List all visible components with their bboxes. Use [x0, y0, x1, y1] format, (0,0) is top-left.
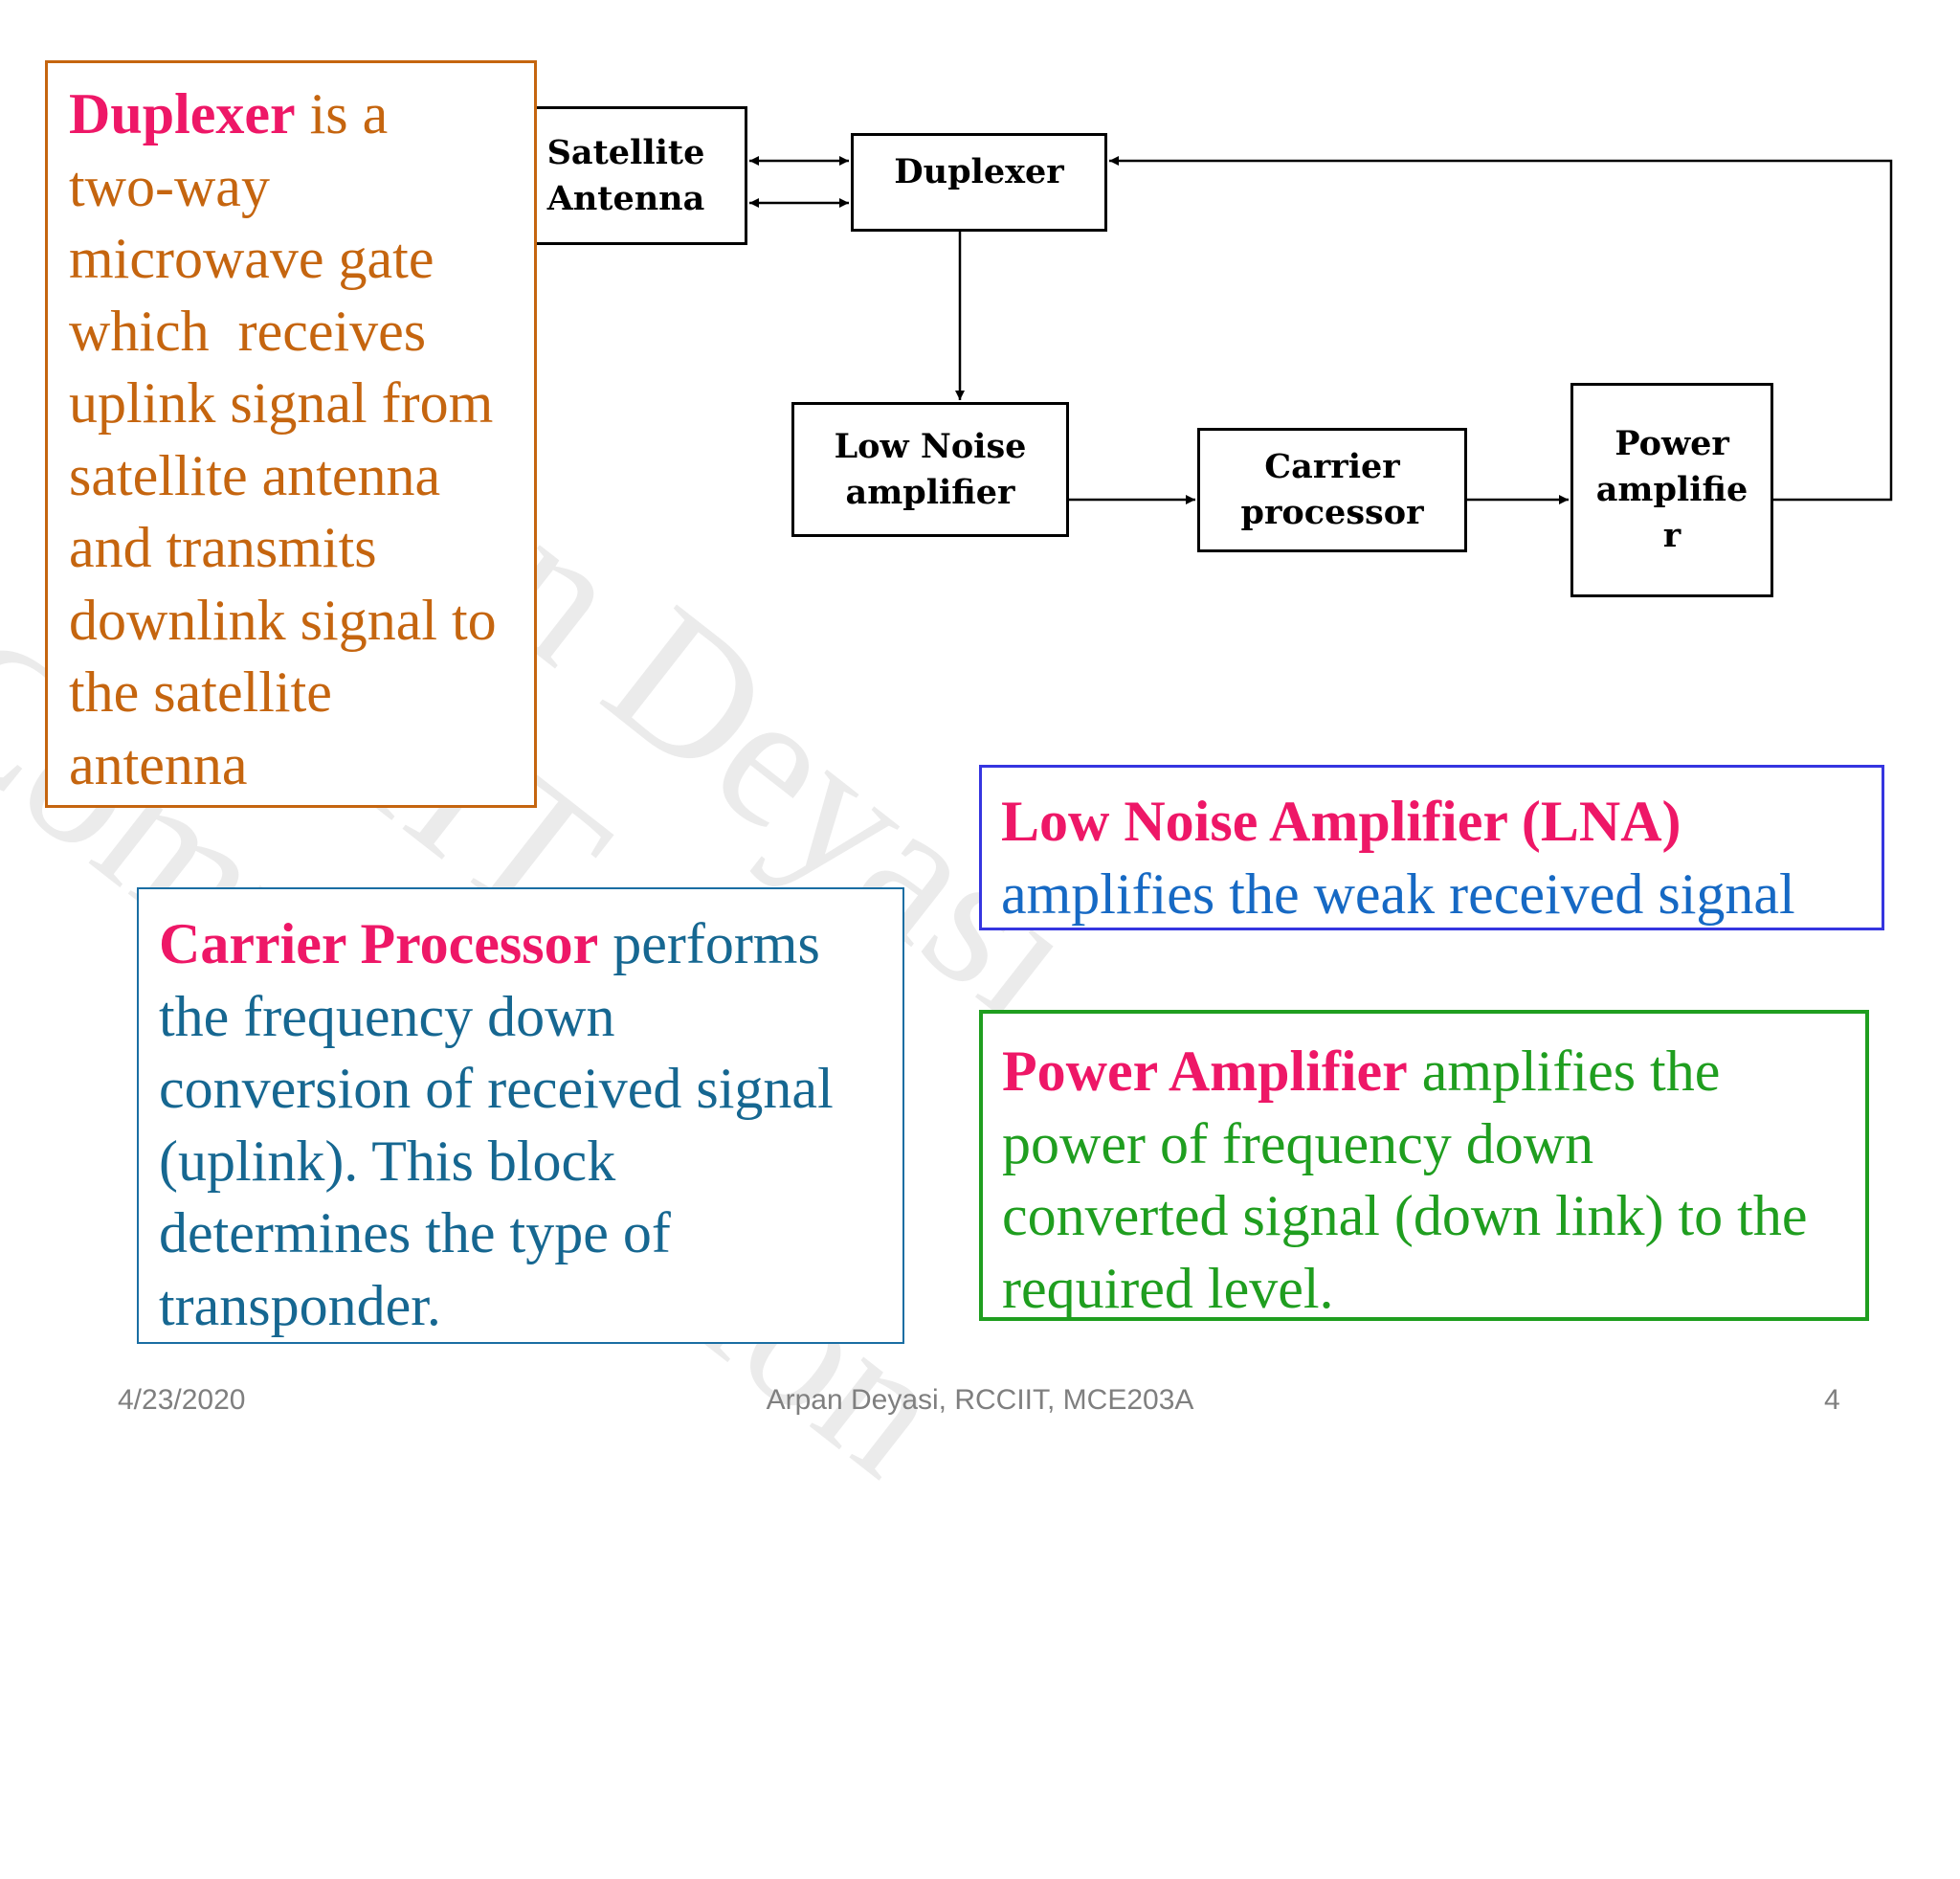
callout-term: Duplexer	[69, 82, 296, 145]
diagram-connectors	[749, 156, 1893, 504]
block-label: Satellite	[546, 132, 705, 172]
block-label: amplifie	[1595, 470, 1748, 509]
callout-line: satellite antenna	[69, 443, 441, 507]
callout-line: Duplexer is a	[69, 78, 515, 151]
callout-line: transponder.	[159, 1273, 441, 1337]
callout-line: downlink signal to	[69, 588, 497, 652]
callout-line: two-way	[69, 154, 270, 218]
block-carrier-processor: Carrier processor	[1197, 428, 1467, 552]
callout-line: determines the type of	[159, 1201, 671, 1264]
callout-line: power of frequency down	[1002, 1111, 1594, 1175]
block-label: Carrier	[1264, 447, 1400, 486]
footer-author: Arpan Deyasi, RCCIIT, MCE203A	[766, 1384, 1194, 1416]
block-label: Antenna	[546, 178, 705, 218]
footer-date: 4/23/2020	[118, 1384, 246, 1416]
callout-carrier-processor: Carrier Processor performs the frequency…	[137, 887, 904, 1344]
callout-line: the frequency down	[159, 984, 615, 1048]
block-label: Duplexer	[894, 152, 1064, 191]
callout-line: required level.	[1002, 1256, 1334, 1320]
callout-text: is a	[295, 82, 389, 145]
callout-power-amplifier: Power Amplifier amplifies the power of f…	[979, 1010, 1869, 1321]
callout-line: which receives	[69, 299, 427, 363]
callout-low-noise-amplifier: Low Noise Amplifier (LNA) amplifies the …	[979, 765, 1884, 930]
callout-line: conversion of received signal	[159, 1057, 834, 1120]
callout-term: Low Noise Amplifier (LNA)	[1001, 790, 1682, 853]
callout-line: the satellite	[69, 660, 332, 724]
callout-duplexer: Duplexer is a two-way microwave gate whi…	[45, 60, 537, 808]
block-label: Power	[1615, 424, 1729, 463]
callout-line: and transmits	[69, 516, 377, 579]
callout-line: uplink signal from	[69, 371, 494, 435]
callout-line: (uplink). This block	[159, 1129, 616, 1193]
callout-line: microwave gate	[69, 227, 434, 290]
block-low-noise-amplifier: Low Noise amplifier	[791, 402, 1069, 537]
callout-term: Power Amplifier	[1002, 1040, 1408, 1103]
block-duplexer: Duplexer	[851, 133, 1107, 232]
block-label: processor	[1240, 493, 1424, 532]
callout-line: antenna	[69, 732, 248, 796]
block-label: r	[1662, 516, 1682, 555]
block-label: amplifier	[845, 472, 1015, 512]
block-satellite-antenna: Satellite Antenna	[504, 106, 747, 245]
callout-term: Carrier Processor	[159, 912, 599, 975]
callout-line: Low Noise Amplifier (LNA)	[1001, 785, 1862, 858]
arrow-power-amplifier-to-duplexer	[1109, 156, 1893, 502]
callout-line: converted signal (down link) to the	[1002, 1184, 1808, 1247]
callout-line: Carrier Processor performs	[159, 908, 883, 981]
callout-text: amplifies the	[1407, 1040, 1721, 1103]
block-label: Low Noise	[834, 426, 1027, 466]
footer-page-number: 4	[1824, 1384, 1840, 1416]
callout-text: performs	[598, 912, 820, 975]
callout-line: Power Amplifier amplifies the	[1002, 1036, 1846, 1108]
block-power-amplifier: Power amplifie r	[1570, 383, 1773, 597]
callout-line: amplifies the weak received signal	[1001, 862, 1795, 926]
